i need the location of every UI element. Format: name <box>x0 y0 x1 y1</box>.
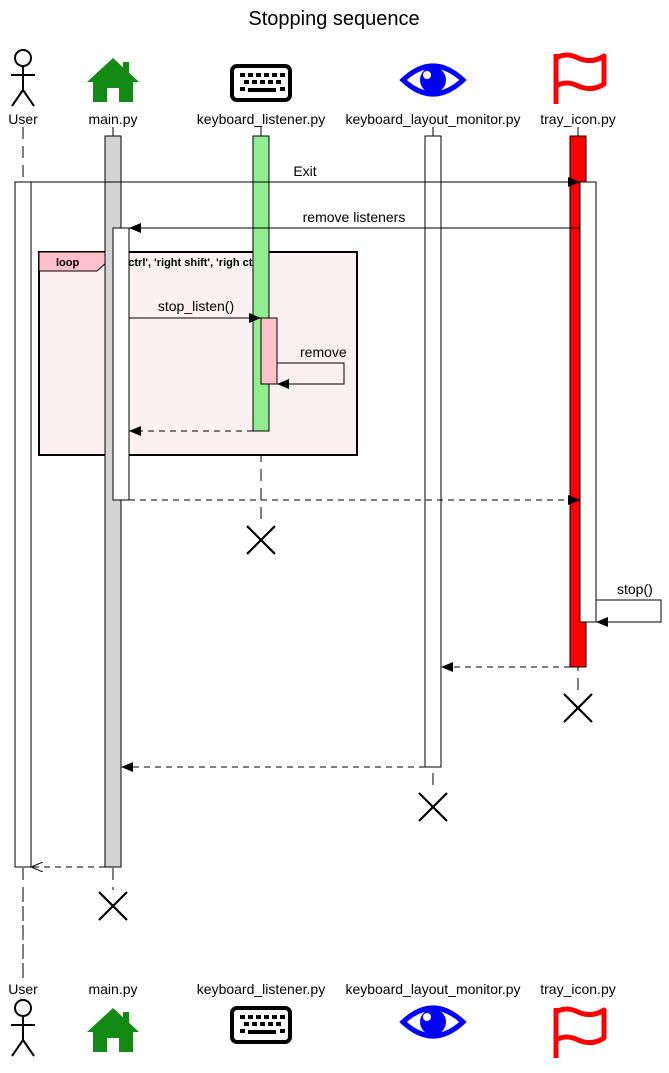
activation-keyboard-listener <box>252 135 270 432</box>
message-stop-listen-label: stop_listen() <box>158 298 234 314</box>
message-labels: Exit remove listeners stop_listen() remo… <box>158 163 653 597</box>
participant-label-tray-icon: tray_icon.py <box>540 981 615 997</box>
participant-label-keyboard-listener: keyboard_listener.py <box>197 111 325 127</box>
participant-label-main: main.py <box>88 111 137 127</box>
activation-main-inner <box>112 227 130 501</box>
home-icon <box>87 1008 139 1052</box>
participant-label-user: User <box>8 111 38 127</box>
eye-icon <box>399 63 467 97</box>
participant-labels-top: User main.py keyboard_listener.py keyboa… <box>8 111 616 127</box>
participant-label-tray-icon: tray_icon.py <box>540 111 615 127</box>
participant-label-main: main.py <box>88 981 137 997</box>
keyboard-icon <box>230 1006 292 1044</box>
participant-label-keyboard-layout-monitor: keyboard_layout_monitor.py <box>345 981 520 997</box>
flag-icon <box>553 52 607 104</box>
message-exit-label: Exit <box>293 163 316 179</box>
participant-labels-bottom: User main.py keyboard_listener.py keyboa… <box>8 981 616 997</box>
participant-label-keyboard-listener: keyboard_listener.py <box>197 981 325 997</box>
actor-stick-figure-icon <box>11 49 35 107</box>
eye-icon <box>399 1005 467 1039</box>
activation-keyboard-layout-monitor <box>424 135 442 768</box>
loop-keyword: loop <box>56 257 79 269</box>
participant-label-user: User <box>8 981 38 997</box>
message-remove-listeners-label: remove listeners <box>303 209 406 225</box>
message-stop-self-arrow <box>596 599 662 627</box>
loop-condition: ['ctrl', 'right shift', 'righ ctrl'] <box>122 257 266 269</box>
flag-icon <box>553 1006 607 1058</box>
activation-user <box>14 181 32 868</box>
messages <box>31 177 662 867</box>
message-stop-label: stop() <box>617 581 653 597</box>
destroy-markers <box>98 525 593 921</box>
destroy-marker-keyboard-layout-monitor <box>418 792 448 822</box>
loop-tab <box>38 251 108 272</box>
destroy-marker-keyboard-listener <box>246 525 276 555</box>
activation-bars <box>14 135 597 868</box>
destroy-marker-tray-icon <box>563 693 593 723</box>
loop-fragment: loop ['ctrl', 'right shift', 'righ ctrl'… <box>38 251 358 456</box>
participant-icons-bottom <box>11 999 607 1058</box>
destroy-marker-main <box>98 891 128 921</box>
keyboard-icon <box>230 64 292 102</box>
message-remove-label: remove <box>300 344 347 360</box>
participant-icons-top <box>11 49 607 107</box>
home-icon <box>87 58 139 102</box>
diagram-title: Stopping sequence <box>248 8 419 30</box>
activation-keyboard-listener-inner <box>260 317 278 385</box>
actor-stick-figure-icon <box>11 999 35 1057</box>
activation-tray-icon-inner <box>579 181 597 623</box>
message-remove-self-arrow <box>277 362 345 389</box>
loop-frame <box>38 251 358 456</box>
participant-label-keyboard-layout-monitor: keyboard_layout_monitor.py <box>345 111 520 127</box>
